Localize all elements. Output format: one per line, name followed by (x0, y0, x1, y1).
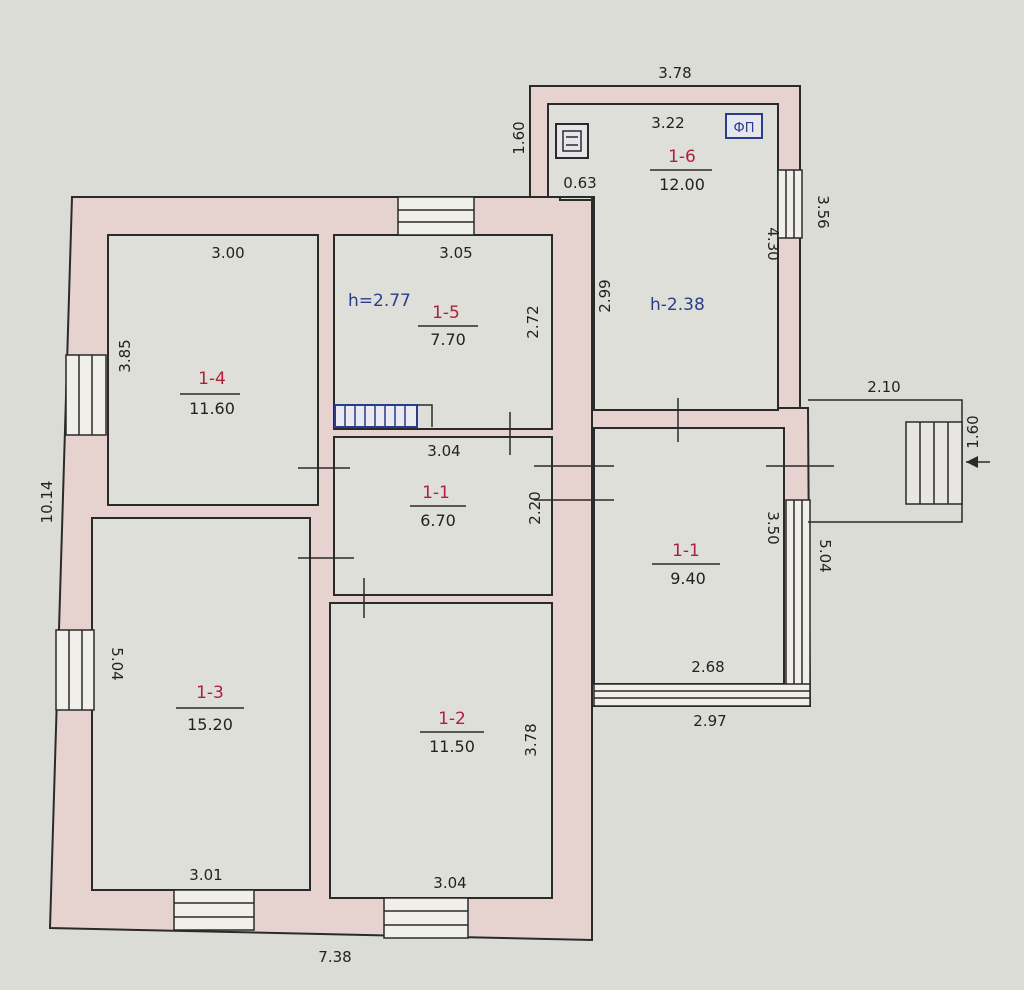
room-1-6 (547, 103, 779, 411)
porch (808, 399, 990, 523)
room-id: 1-1 (672, 541, 700, 561)
dim-room13-width: 3.01 (189, 866, 222, 884)
room-1-5 (333, 234, 553, 430)
dim-room15-width: 3.05 (439, 244, 472, 262)
boiler-label: ФП (734, 121, 755, 136)
dim-corridor-height: 2.20 (526, 491, 544, 524)
dim-hall-right-outer: 5.04 (816, 539, 834, 572)
room-label-1-6: 1-6 12.00 (650, 147, 712, 194)
dim-corridor-width: 3.04 (427, 442, 460, 460)
height-room16: h-2.38 (650, 295, 705, 315)
dim-left-total: 10.14 (38, 481, 56, 524)
dim-annex-nook-width: 0.63 (563, 174, 596, 192)
room-area: 6.70 (420, 511, 456, 530)
window-right-room16 (777, 169, 803, 239)
room-label-1-3: 1-3 15.20 (176, 683, 244, 734)
dim-top-annex-width: 3.78 (658, 64, 691, 82)
boiler-icon: ФП (725, 113, 763, 139)
room-label-1-4: 1-4 11.60 (180, 369, 240, 418)
window-left-room13 (55, 629, 95, 711)
dim-annex-inner-width: 3.22 (651, 114, 684, 132)
room-1-3 (91, 517, 311, 891)
dim-room12-height: 3.78 (522, 723, 540, 756)
dim-hall-inner-width: 2.68 (691, 658, 724, 676)
room-1-1-hall (593, 427, 785, 685)
dim-room16-left-height: 2.99 (596, 279, 614, 312)
room-id: 1-3 (196, 683, 224, 703)
window-bottom-room12 (383, 897, 469, 939)
window-left-room14 (65, 354, 107, 436)
window-top-room15 (397, 196, 475, 236)
door-marks (298, 398, 834, 618)
dim-hall-outer-width: 2.97 (693, 712, 726, 730)
radiator (334, 404, 433, 428)
dim-room12-width: 3.04 (433, 874, 466, 892)
dim-room14-height: 3.85 (116, 339, 134, 372)
room-label-1-1-hall: 1-1 9.40 (652, 541, 720, 588)
room-1-1-corridor (333, 436, 553, 596)
window-bottom-room13 (173, 889, 255, 931)
dim-annex-right-outer: 3.56 (814, 195, 832, 228)
room-area: 12.00 (659, 175, 705, 194)
dimension-labels: 3.78 3.22 1.60 0.63 4.30 3.56 3.00 3.05 … (38, 64, 982, 966)
dim-annex-height: 4.30 (764, 227, 782, 260)
room-id: 1-6 (668, 147, 696, 167)
room-1-2 (329, 602, 553, 899)
height-room15: h=2.77 (348, 291, 411, 311)
room-label-1-5: 1-5 7.70 (418, 303, 478, 349)
stove-icon (555, 123, 589, 159)
room-label-1-2: 1-2 11.50 (420, 709, 484, 756)
window-right-hall (785, 499, 811, 687)
room-id: 1-2 (438, 709, 466, 729)
dim-porch-width: 2.10 (867, 378, 900, 396)
room-label-1-1-corridor: 1-1 6.70 (410, 483, 466, 530)
dim-room15-height: 2.72 (524, 305, 542, 338)
room-area: 7.70 (430, 330, 466, 349)
dim-room14-width: 3.00 (211, 244, 244, 262)
room-id: 1-4 (198, 369, 226, 389)
dim-porch-depth: 1.60 (964, 415, 982, 448)
window-bottom-hall (593, 683, 811, 707)
windows (55, 169, 811, 939)
room-area: 11.60 (189, 399, 235, 418)
room-id: 1-1 (422, 483, 450, 503)
room-area: 11.50 (429, 737, 475, 756)
room-area: 15.20 (187, 715, 233, 734)
room-1-4 (107, 234, 319, 506)
dim-annex-left-height: 1.60 (510, 121, 528, 154)
dim-hall-height: 3.50 (764, 511, 782, 544)
dim-total-width: 7.38 (318, 948, 351, 966)
room-id: 1-5 (432, 303, 460, 323)
dim-room13-height: 5.04 (108, 647, 126, 680)
entrance-arrow-icon (966, 456, 978, 468)
room-area: 9.40 (670, 569, 706, 588)
